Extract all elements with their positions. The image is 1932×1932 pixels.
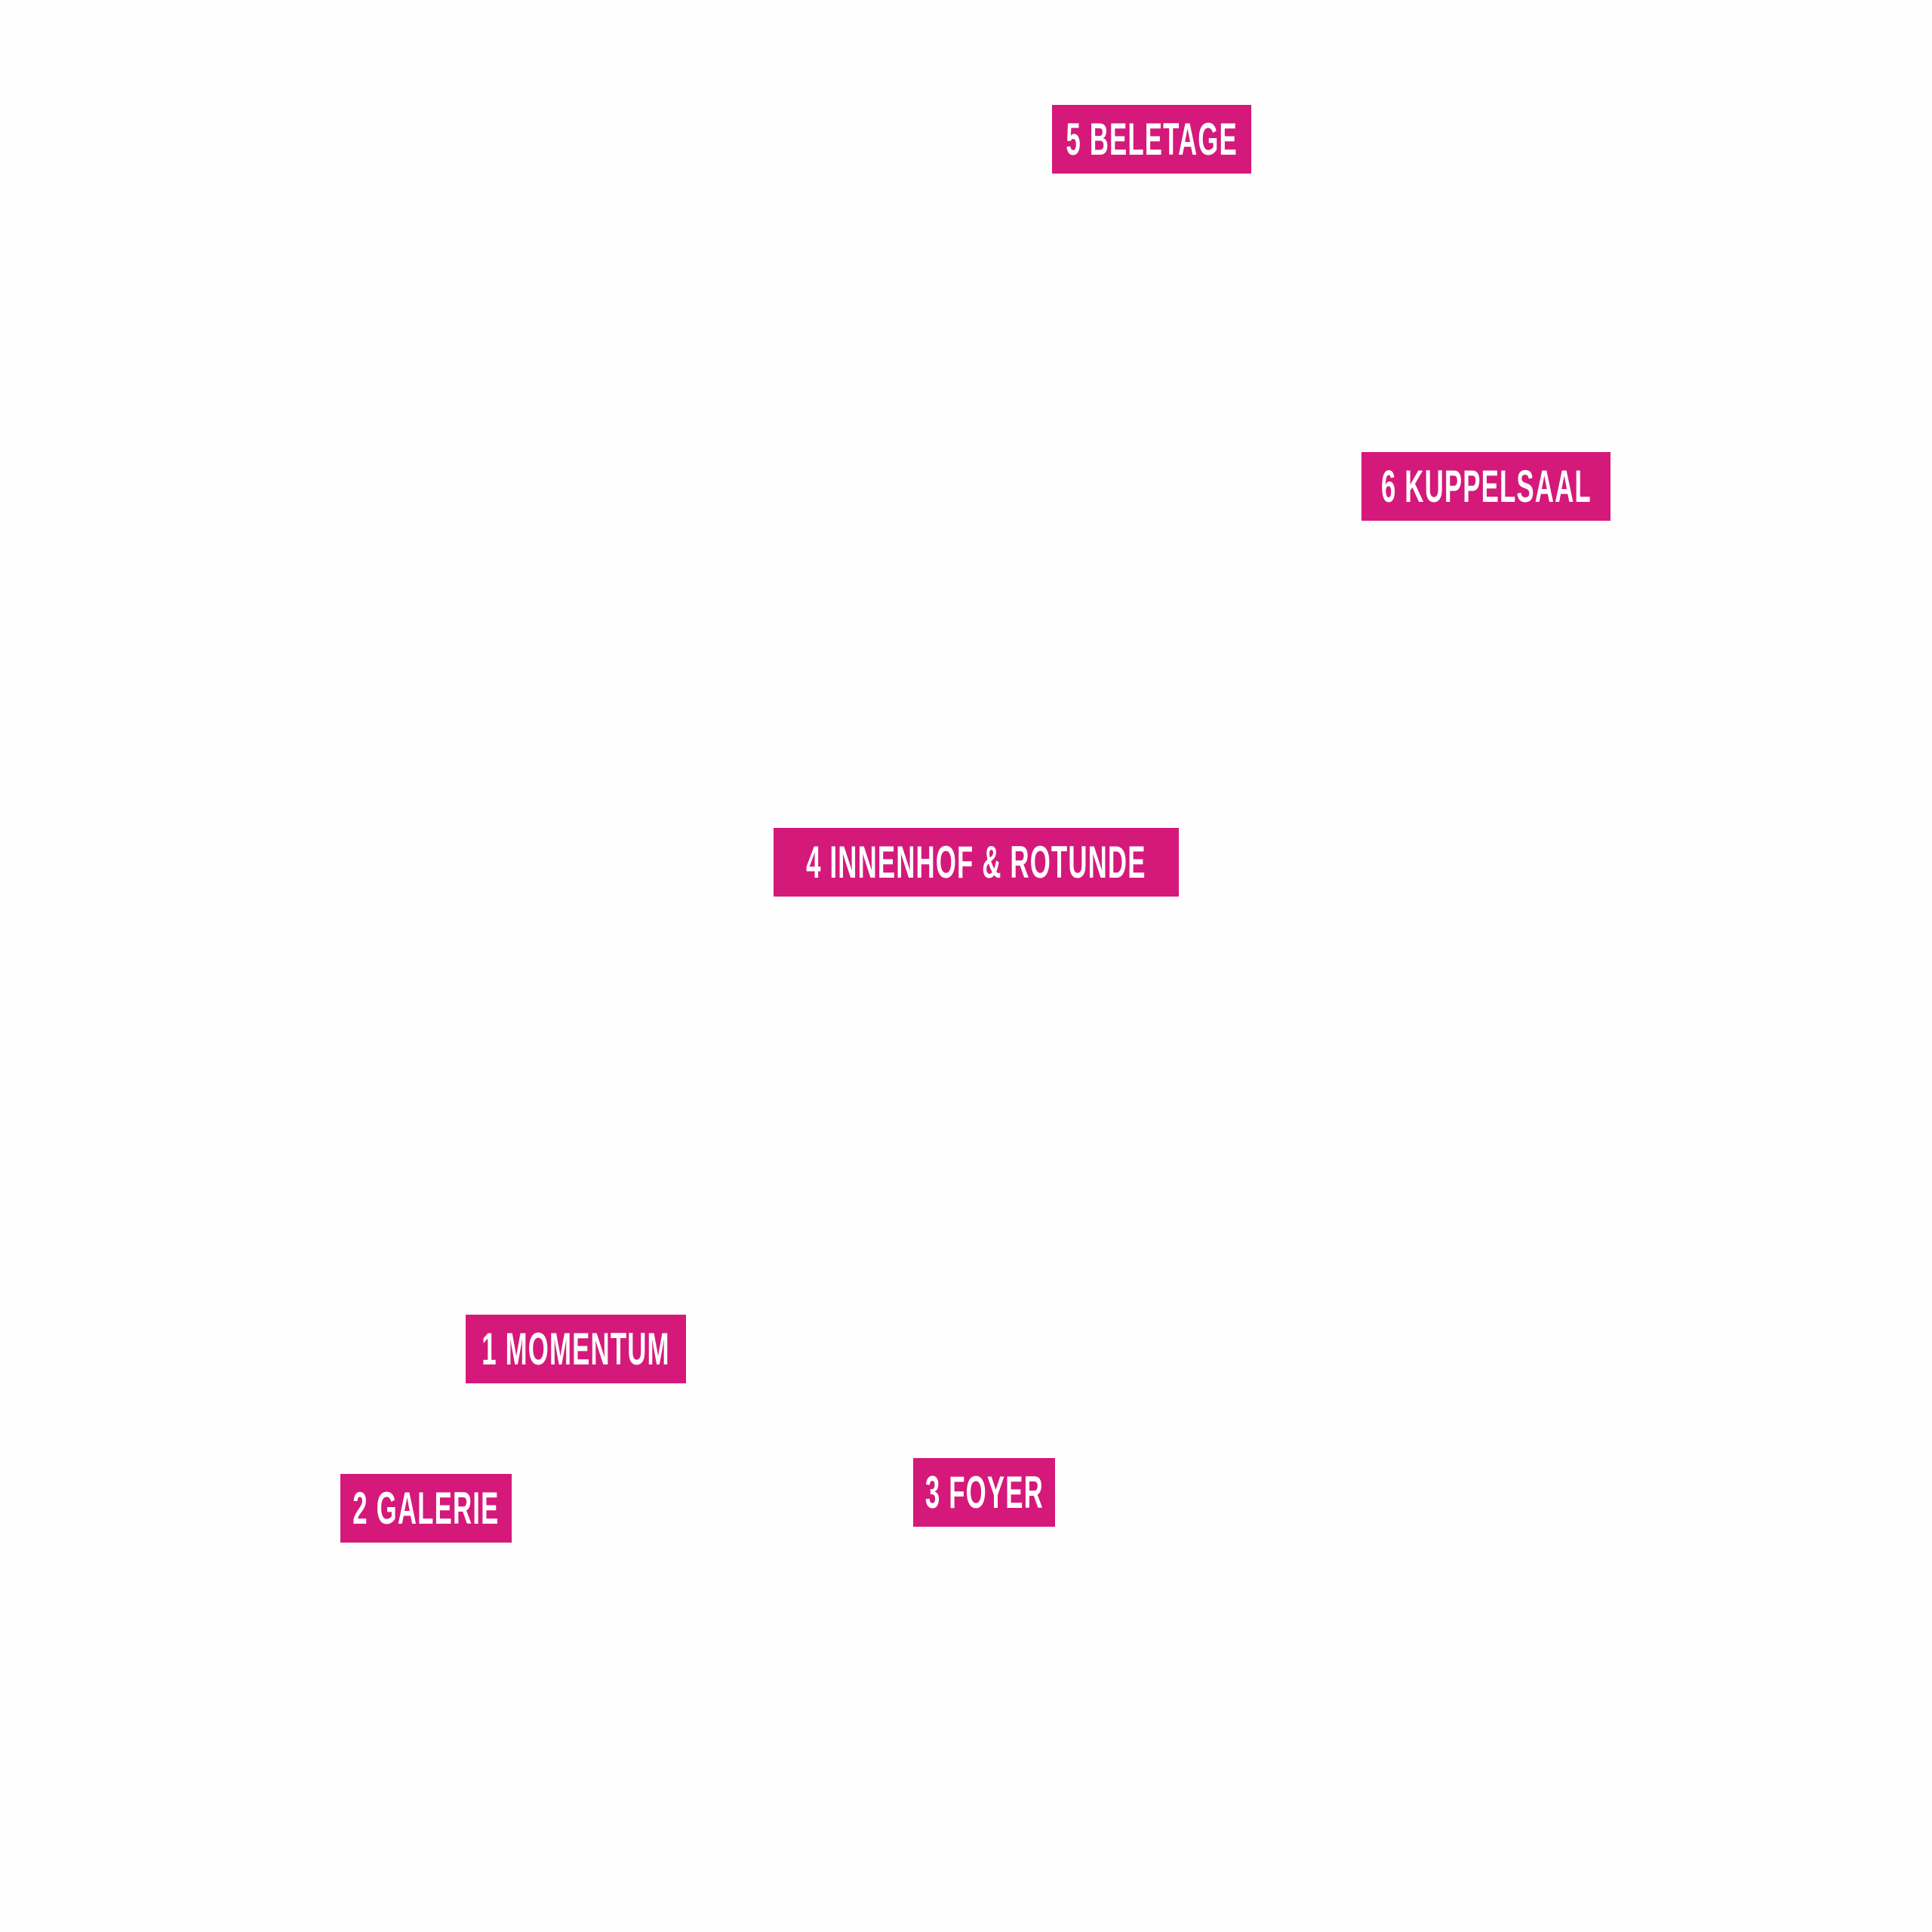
room-label-text: 6 Kuppelsaal bbox=[1380, 461, 1592, 512]
room-label-beletage[interactable]: 5 Beletage bbox=[1052, 105, 1251, 174]
room-label-innenhof-rotunde[interactable]: 4 Innenhof & Rotunde bbox=[774, 828, 1179, 897]
room-label-kuppelsaal[interactable]: 6 Kuppelsaal bbox=[1361, 452, 1611, 521]
room-label-text: 4 Innenhof & Rotunde bbox=[806, 837, 1146, 888]
room-label-text: 3 Foyer bbox=[924, 1467, 1044, 1518]
room-label-text: 1 Momentum bbox=[481, 1324, 670, 1374]
room-label-momentum[interactable]: 1 Momentum bbox=[466, 1315, 686, 1383]
room-label-foyer[interactable]: 3 Foyer bbox=[913, 1458, 1055, 1527]
room-label-text: 5 Beletage bbox=[1066, 114, 1238, 165]
room-label-text: 2 Galerie bbox=[352, 1483, 500, 1534]
room-label-galerie[interactable]: 2 Galerie bbox=[340, 1474, 512, 1543]
